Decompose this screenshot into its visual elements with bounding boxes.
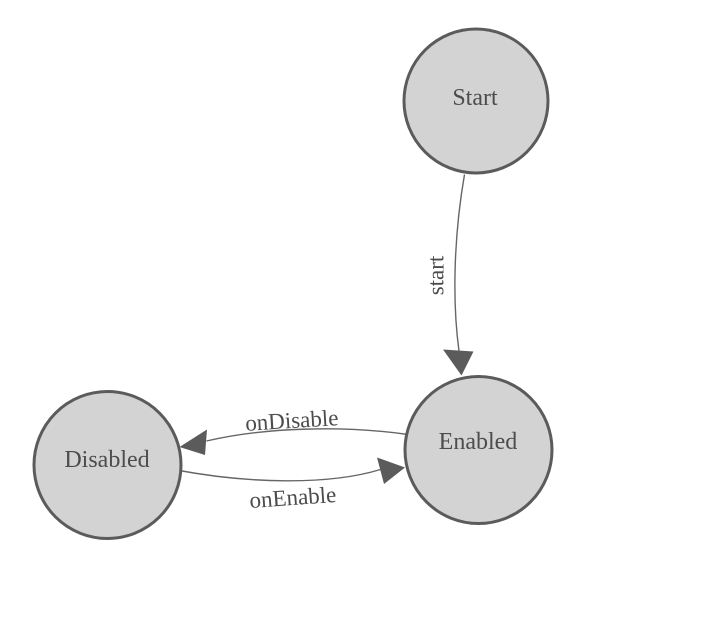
node-enabled-label: Enabled xyxy=(439,429,518,455)
edge-start-to-enabled-line[interactable] xyxy=(454,174,466,352)
node-disabled-circle[interactable] xyxy=(32,390,183,540)
node-enabled-circle[interactable] xyxy=(403,375,554,525)
edge-disabled-to-enabled-line[interactable] xyxy=(176,468,381,482)
node-disabled[interactable]: Disabled xyxy=(32,390,183,540)
node-disabled-label: Disabled xyxy=(64,447,149,473)
node-enabled[interactable]: Enabled xyxy=(403,375,554,525)
edge-label-start: start xyxy=(424,255,449,295)
edge-disabled-to-enabled[interactable]: onEnable xyxy=(176,457,406,514)
edge-disabled-to-enabled-arrowhead xyxy=(377,457,405,484)
node-start-label: Start xyxy=(452,85,498,111)
edge-enabled-to-disabled-arrowhead xyxy=(179,429,207,455)
node-start[interactable]: Start xyxy=(402,27,550,175)
edge-start-to-enabled-arrowhead xyxy=(443,349,474,376)
edge-start-to-enabled[interactable]: start xyxy=(424,174,474,376)
edge-enabled-to-disabled-line[interactable] xyxy=(206,428,409,442)
node-start-circle[interactable] xyxy=(402,27,550,175)
edge-label-ondisable: onDisable xyxy=(244,405,339,436)
edge-enabled-to-disabled[interactable]: onDisable xyxy=(179,405,409,455)
edge-label-onenable: onEnable xyxy=(249,482,337,513)
